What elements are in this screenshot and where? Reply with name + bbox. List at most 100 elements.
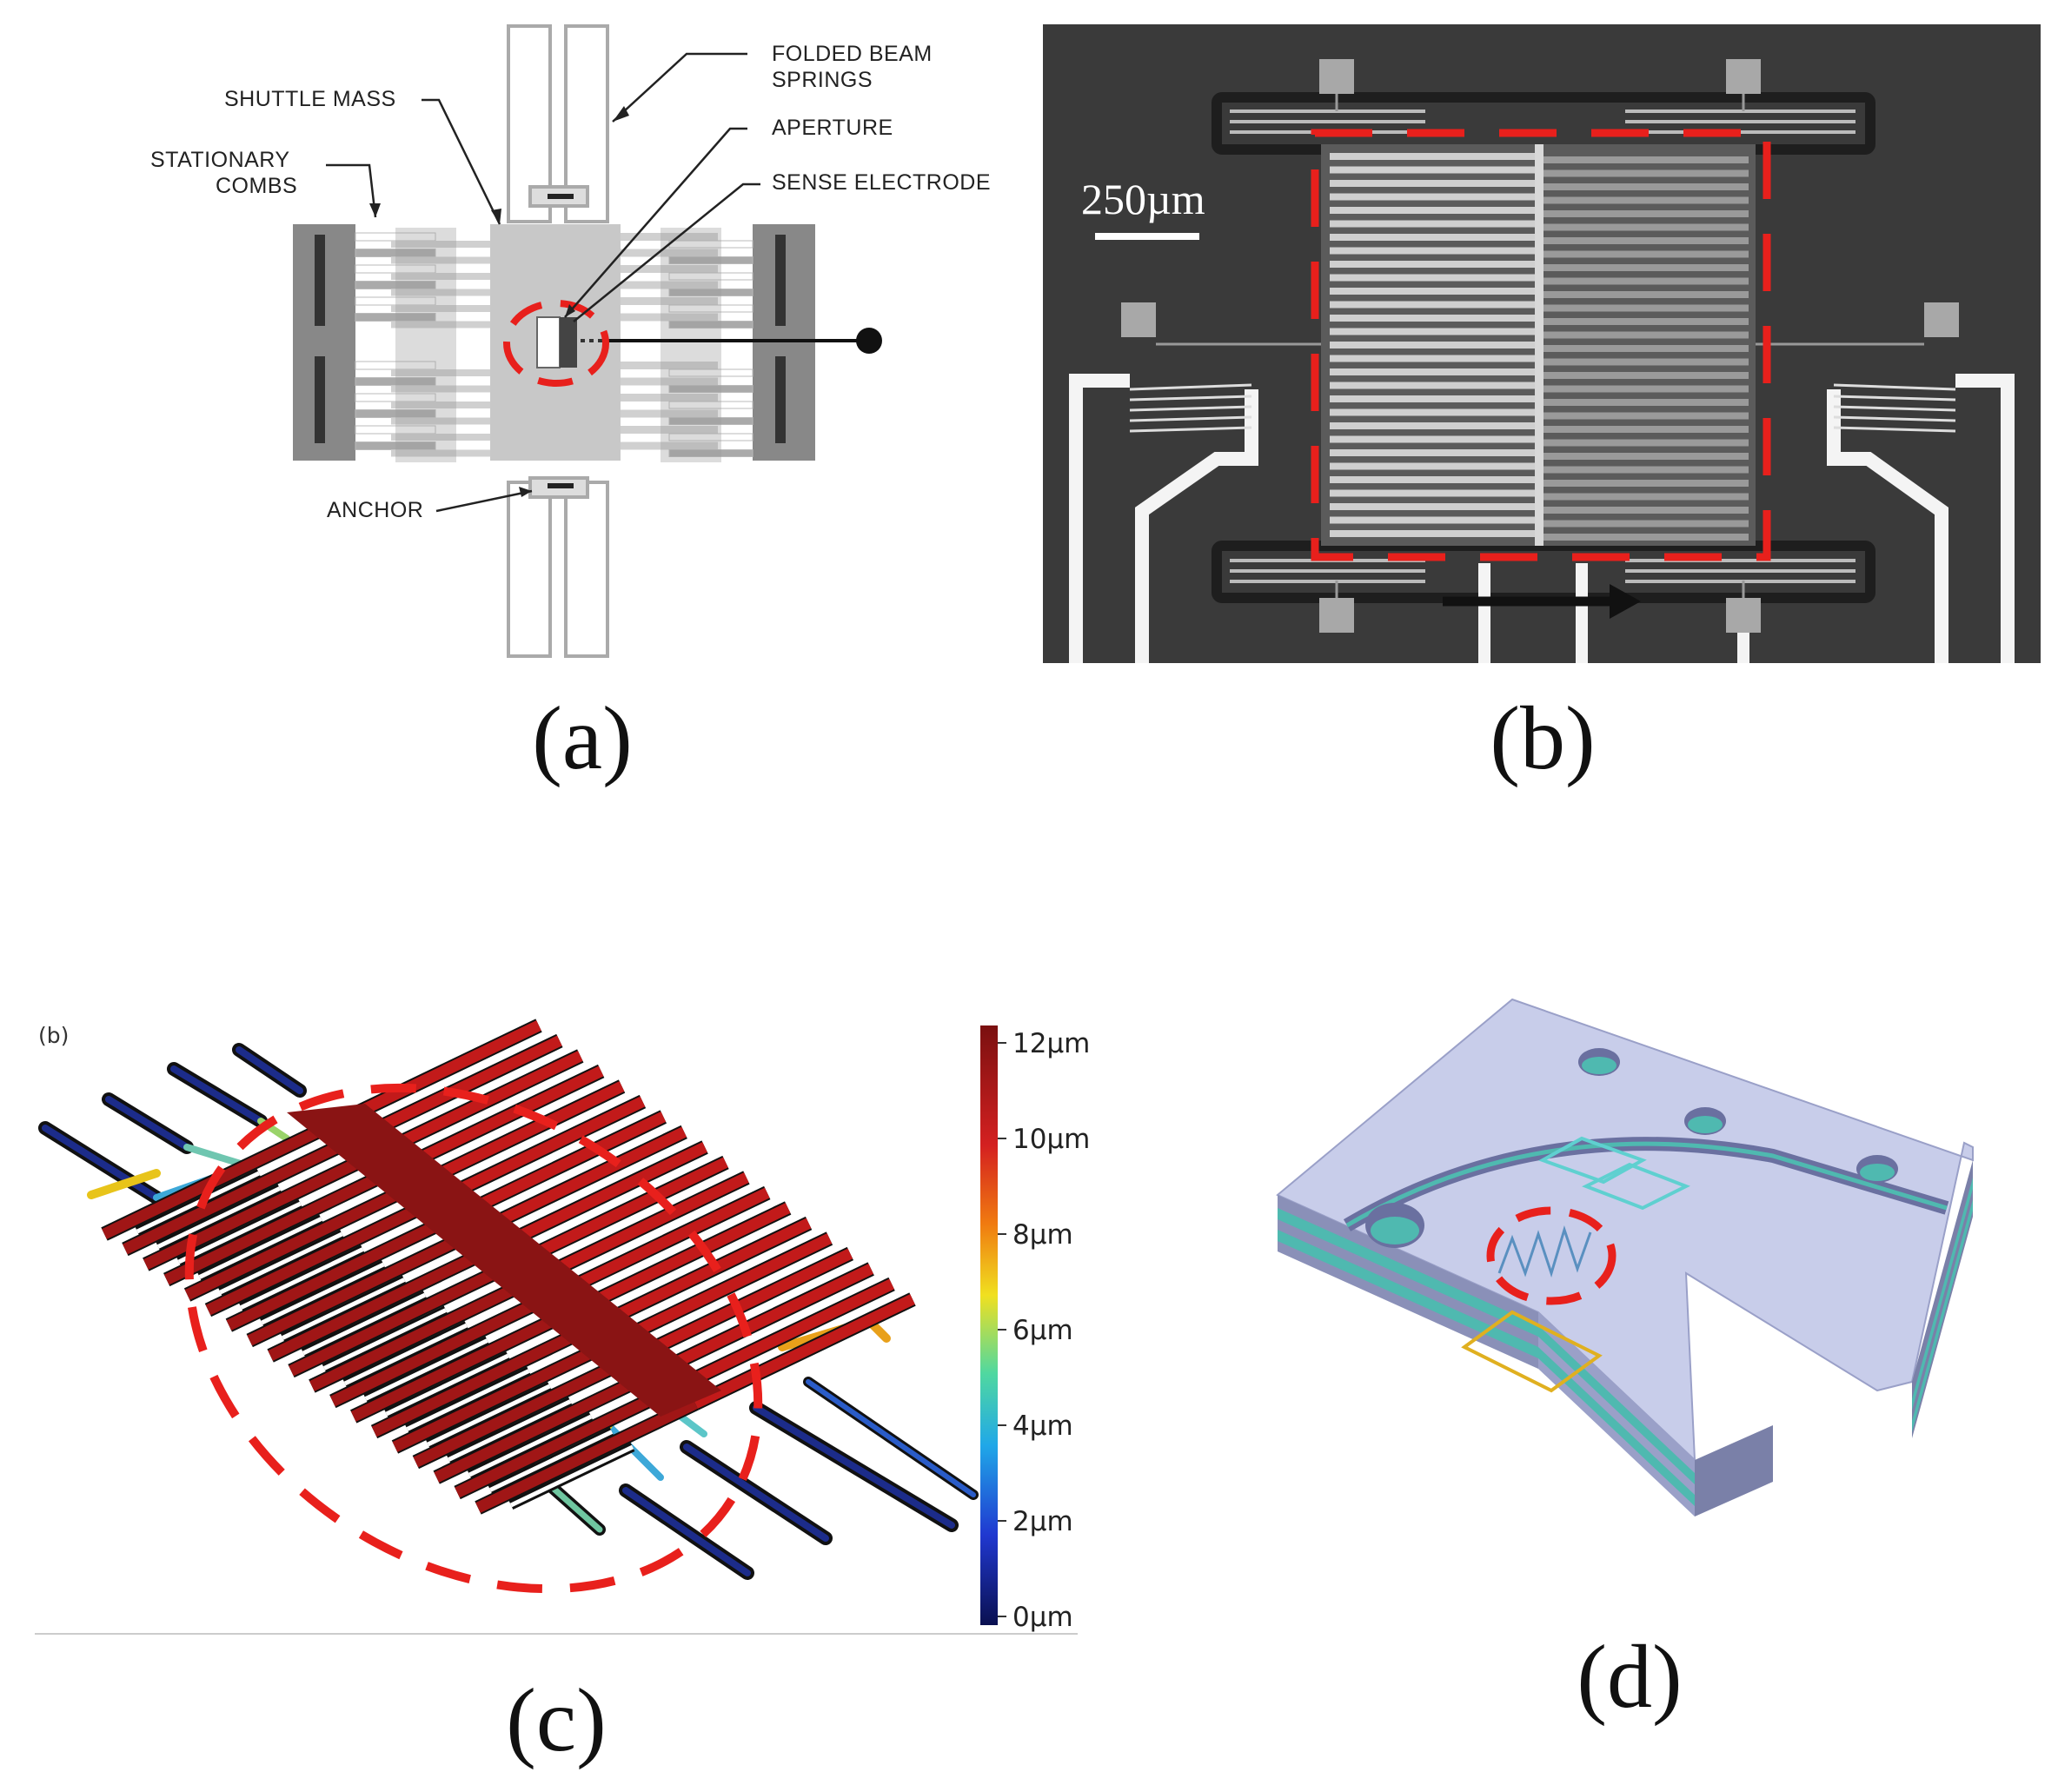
- comb-spine: [1535, 144, 1544, 546]
- right-fixed-finger: [668, 304, 753, 313]
- sim-finger: [630, 1248, 853, 1364]
- colorbar-tick-label: 2µm: [1012, 1506, 1073, 1537]
- colorbar-tick-label: 8µm: [1012, 1219, 1073, 1251]
- scale-bar: [1095, 233, 1199, 240]
- electrode-terminal: [856, 328, 882, 354]
- left-moving-finger: [391, 321, 490, 329]
- caption-d: (d): [1577, 1627, 1683, 1727]
- sim-finger: [609, 1233, 833, 1348]
- right-moving-finger: [621, 265, 718, 273]
- simulation-leads: [38, 1043, 979, 1580]
- highlight-rect-b: [1311, 129, 1771, 561]
- label-anchor: ANCHOR: [327, 498, 423, 522]
- right-moving-finger: [621, 281, 718, 289]
- sim-fixed-finger: [343, 1323, 468, 1386]
- colorbar-tick-label: 12µm: [1012, 1028, 1090, 1059]
- sem-right-finger: [1544, 169, 1749, 177]
- highlight-ellipse-c: [184, 1083, 763, 1594]
- sim-finger: [568, 1203, 791, 1317]
- sim-finger: [205, 1200, 428, 1316]
- sem-right-finger: [1544, 318, 1749, 325]
- sim-finger: [434, 1368, 657, 1483]
- label-stationary: STATIONARY: [150, 148, 290, 172]
- sim-finger: [588, 1218, 812, 1333]
- sim-finger: [371, 1322, 594, 1437]
- left-moving-finger: [391, 434, 490, 441]
- sim-fixed-finger: [364, 1338, 488, 1401]
- left-moving-finger: [391, 305, 490, 312]
- block-side-layers: [1278, 1160, 1973, 1517]
- side-electrodes: [1069, 374, 2015, 663]
- left-moving-finger: [391, 449, 490, 457]
- sem-right-finger: [1544, 399, 1749, 406]
- right-comb-slot-top: [775, 235, 786, 326]
- mounting-holes: [1365, 1048, 1898, 1248]
- sem-right-finger: [1544, 385, 1749, 393]
- right-moving-finger: [621, 409, 718, 418]
- sem-left-finger: [1330, 382, 1535, 389]
- sem-right-finger: [1544, 520, 1749, 528]
- aperture: [536, 316, 561, 368]
- sem-left-finger: [1330, 476, 1535, 483]
- folded-beam-springs-bottom: [507, 476, 609, 658]
- label-folded-beam-2: SPRINGS: [772, 68, 873, 92]
- leader-arrowheads: [369, 106, 629, 497]
- label-shuttle-mass: SHUTTLE MASS: [224, 87, 396, 111]
- sem-right-finger: [1544, 196, 1749, 204]
- sem-right-finger: [1544, 331, 1749, 339]
- sim-finger: [226, 1216, 449, 1331]
- sim-finger: [693, 1294, 915, 1409]
- sim-finger: [329, 1291, 553, 1407]
- right-fixed-finger: [668, 321, 753, 329]
- sim-finger: [309, 1277, 532, 1391]
- right-fixed-finger: [668, 272, 753, 281]
- sim-fixed-finger: [448, 1399, 572, 1462]
- motion-arrow-head: [1610, 584, 1641, 619]
- left-moving-finger: [391, 402, 490, 408]
- device-frames: [1461, 1136, 1690, 1393]
- scale-bar-label: 250µm: [1081, 175, 1205, 223]
- sim-fixed-finger: [427, 1384, 551, 1447]
- bond-pads: [1121, 59, 1959, 633]
- folded-beam-springs-top: [507, 24, 609, 223]
- sem-left-finger: [1330, 449, 1535, 456]
- right-moving-finger: [621, 426, 718, 434]
- caption-b: (b): [1490, 688, 1596, 788]
- sim-fixed-finger: [261, 1262, 385, 1325]
- sem-right-finger: [1544, 237, 1749, 244]
- sem-left-finger: [1330, 220, 1535, 228]
- sem-left-finger: [1330, 328, 1535, 335]
- sim-finger: [527, 1172, 749, 1287]
- sem-comb-fingers: [1330, 153, 1749, 541]
- sem-left-finger: [1330, 193, 1535, 201]
- sem-left-finger: [1330, 166, 1535, 174]
- sem-left-finger: [1330, 489, 1535, 497]
- right-fixed-finger: [668, 385, 753, 393]
- left-comb-shade: [395, 228, 456, 462]
- colorbar: [980, 1025, 998, 1625]
- sem-left-finger: [1330, 207, 1535, 214]
- panel-b-sem-image: 250µm: [1043, 24, 2041, 663]
- label-combs: COMBS: [216, 174, 297, 198]
- right-moving-finger: [621, 313, 718, 322]
- sense-electrode: [560, 317, 577, 368]
- sem-right-finger: [1544, 250, 1749, 258]
- device-comb-lines: [1497, 1225, 1592, 1278]
- left-moving-finger: [391, 273, 490, 280]
- sem-right-finger: [1544, 156, 1749, 163]
- sem-right-finger: [1544, 507, 1749, 514]
- sem-right-finger: [1544, 493, 1749, 501]
- sem-right-finger: [1544, 480, 1749, 487]
- sim-fixed-finger: [509, 1444, 634, 1508]
- colorbar-tick-label: 0µm: [1012, 1602, 1073, 1633]
- sem-right-finger: [1544, 412, 1749, 420]
- sim-finger: [651, 1264, 874, 1378]
- colorbar-tick-label: 6µm: [1012, 1315, 1073, 1346]
- left-comb-slot-top: [315, 235, 325, 326]
- sem-left-finger: [1330, 274, 1535, 282]
- right-fixed-finger: [668, 417, 753, 425]
- sem-right-finger: [1544, 277, 1749, 285]
- simulation-shuttle: [287, 1104, 721, 1417]
- left-moving-finger: [391, 289, 490, 296]
